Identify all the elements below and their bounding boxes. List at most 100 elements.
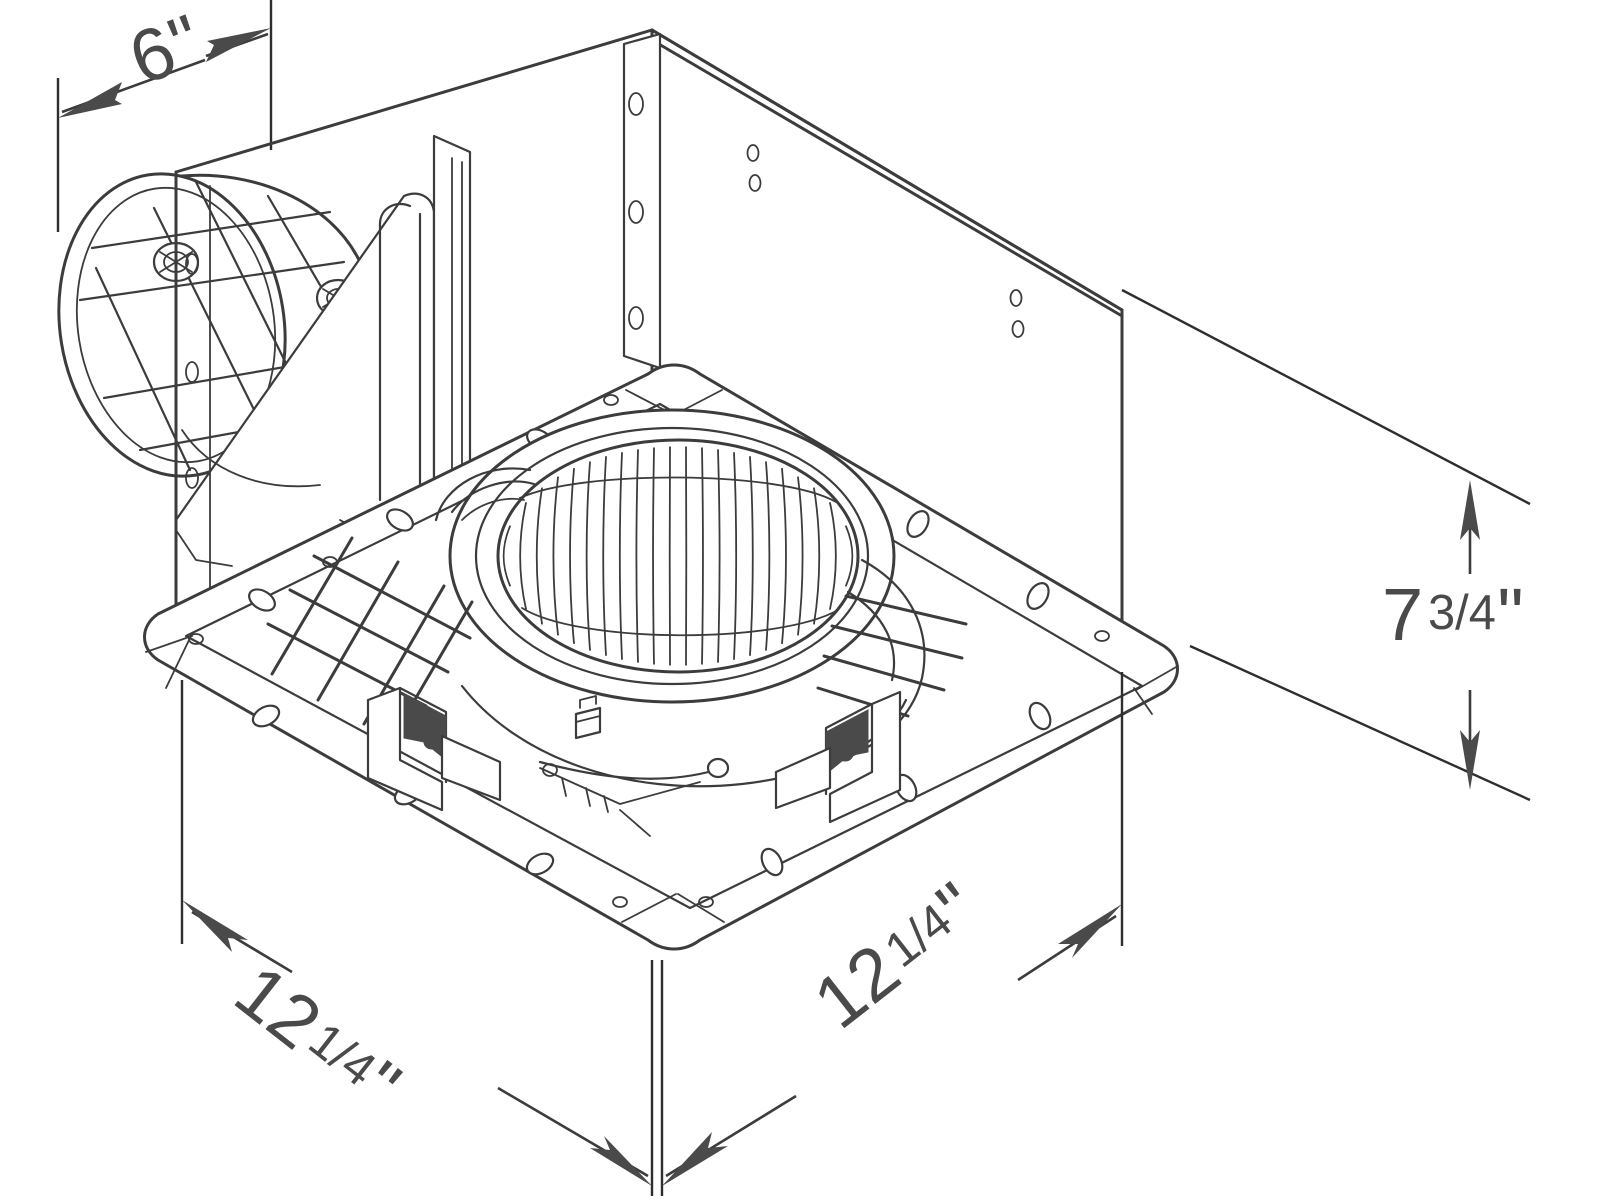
flange-hole-lr-1 — [698, 896, 714, 908]
knockout-hole-b2 — [1011, 320, 1025, 338]
grid-rail-v4 — [408, 600, 474, 710]
collar-bottom-tab — [175, 529, 233, 567]
mounting-flange-plate — [143, 363, 1179, 951]
flange-corner-fold-left — [145, 635, 193, 689]
blower-blade — [701, 447, 704, 665]
knockout-hole-a2 — [748, 174, 762, 192]
shroud-inlet-curve-outer — [434, 467, 532, 522]
blower-blade — [618, 452, 623, 660]
arrowhead-b-1214L — [590, 1136, 652, 1186]
arrowhead-right-6in — [206, 28, 271, 62]
fan-opening — [496, 438, 860, 674]
bracket-right-plate — [774, 746, 832, 810]
blower-blade — [845, 525, 854, 587]
flange-corner-fold-bottom — [621, 893, 725, 923]
base-plate-louvers — [561, 777, 609, 813]
grid-rail-v2 — [316, 560, 400, 702]
extension-line-top-734 — [1121, 288, 1531, 506]
base-plate-edge-1 — [539, 767, 701, 805]
arrowhead-bottom-734 — [1460, 730, 1480, 790]
duct-collar-inner-lip — [75, 186, 277, 464]
bracket-left-plate — [440, 734, 502, 802]
fan-shroud-inner-ring — [474, 426, 870, 686]
extension-line-bottom-734 — [1189, 644, 1531, 802]
collar-throat-back — [181, 429, 321, 488]
damper-fold-left2 — [94, 266, 192, 472]
dimension-12-14-inch-left — [180, 680, 654, 1196]
flange-slot-ul-3 — [248, 588, 276, 612]
blower-blade — [813, 487, 821, 625]
grid-rail-h2 — [288, 588, 450, 674]
flange-inner-edge — [184, 402, 1144, 910]
terminal-block — [574, 695, 602, 740]
flange-screw-hole-1 — [628, 92, 644, 116]
shroud-inlet-curve-inner — [461, 497, 525, 521]
left-panel-hole-3 — [185, 467, 199, 489]
blower-blade — [781, 467, 787, 645]
blower-blade — [652, 447, 655, 665]
dim-734-unit: " — [1497, 573, 1524, 656]
blower-wheel-bottom-rim — [521, 607, 839, 637]
blower-blade — [519, 502, 527, 610]
bracket-left-hole — [423, 734, 441, 750]
volute-vane-1 — [844, 594, 968, 626]
grid-rail-h1 — [312, 554, 472, 640]
flange-corner-fold-right — [1133, 665, 1179, 715]
fan-housing-box — [174, 28, 1124, 650]
flange-slot-ur-2 — [906, 510, 930, 538]
flange-screw-hole-3 — [628, 306, 644, 330]
flange-slot-lr-3 — [760, 847, 784, 877]
dimension-6-inch — [56, 0, 273, 232]
hanger-bracket-right — [774, 690, 902, 824]
blower-blade — [535, 487, 543, 625]
blower-blade — [797, 476, 804, 636]
blower-blade — [829, 502, 837, 610]
arrowhead-a-1214L — [182, 900, 248, 952]
arrowhead-b-1214R — [1058, 904, 1122, 958]
grid-rail-v1 — [270, 536, 354, 676]
damper-hinge-line — [78, 260, 346, 302]
volute-vane-2 — [830, 624, 964, 660]
flange-hole-ul-3 — [188, 633, 204, 645]
flange-slot-ll-3 — [525, 852, 555, 876]
blower-blade — [552, 476, 559, 636]
dimension-7-34-inch — [1121, 288, 1531, 802]
flange-hole-ur-1 — [1094, 630, 1110, 642]
bracket-right-gusset — [825, 709, 869, 776]
blower-blade — [502, 525, 511, 587]
flange-hole-ll-1 — [612, 896, 628, 908]
wire-grommet — [706, 757, 730, 779]
flange-slot-lr-1 — [1028, 701, 1052, 731]
flange-screw-hole-2 — [628, 200, 644, 224]
flange-slot-ur-3 — [1026, 582, 1050, 610]
housing-top-edge-right — [650, 28, 1124, 312]
flange-slot-ul-2 — [386, 508, 414, 532]
hanger-bracket-left — [366, 686, 502, 812]
arrowhead-a-1214R — [662, 1132, 728, 1186]
blower-blade — [733, 452, 738, 660]
dim-734-fraction: 3/4 — [1428, 586, 1496, 641]
dimension-label-7-34-inch: 73/4" — [1382, 572, 1524, 657]
dim-734-whole: 7 — [1382, 573, 1424, 656]
knockout-hole-b1 — [1009, 289, 1023, 307]
base-plate-hole — [542, 763, 558, 777]
arrowhead-left-6in — [58, 82, 122, 118]
housing-top-edge-left — [174, 28, 654, 174]
base-plate-edge-2 — [619, 809, 651, 837]
blower-blade — [717, 449, 721, 663]
volute-vane-3 — [822, 654, 946, 692]
dimension-12-14-inch-right — [660, 672, 1124, 1196]
shroud-inlet-curve — [450, 480, 536, 514]
collar-plate-edge — [378, 202, 412, 502]
flange-slot-ll-1 — [251, 704, 281, 728]
wire-harness — [538, 760, 718, 780]
left-panel-hole-2 — [185, 361, 199, 383]
knockout-hole-a1 — [746, 144, 760, 162]
blower-blade — [635, 449, 639, 663]
blower-wheel-top-rim — [519, 476, 837, 503]
bracket-right-hole — [836, 746, 854, 762]
flange-hole-ul-1 — [603, 394, 619, 406]
arrowhead-top-734 — [1460, 480, 1480, 540]
